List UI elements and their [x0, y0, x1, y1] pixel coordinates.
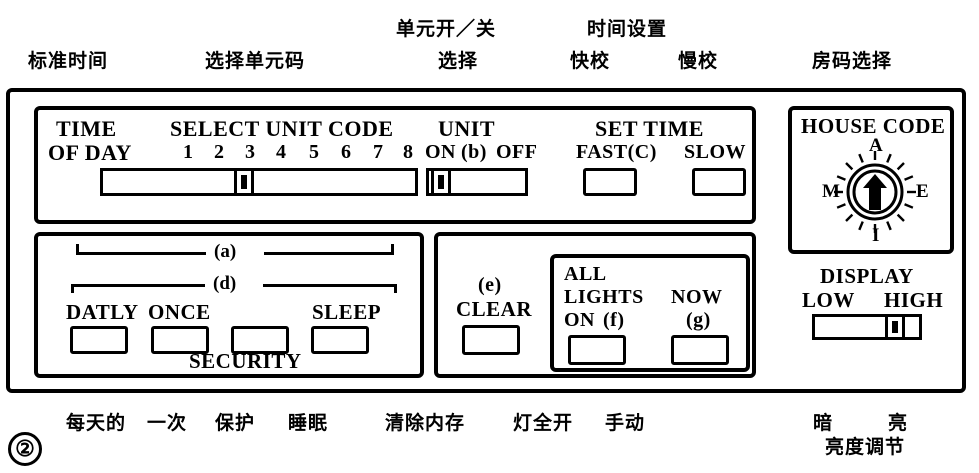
daily-button[interactable]	[70, 326, 128, 354]
all-lights-panel: ALL LIGHTS ON (f) NOW (g)	[550, 254, 750, 372]
display-brightness-slider[interactable]	[812, 314, 922, 340]
annotation-unit-on-off: 单元开／关	[396, 18, 497, 40]
annotation-dim: 暗	[813, 412, 834, 434]
bracket-a-left-segment	[76, 252, 206, 255]
now-button[interactable]	[671, 335, 729, 365]
annotation-select-unit-code: 选择单元码	[205, 50, 306, 72]
bracket-a-right-cap	[391, 244, 394, 253]
display-low-label: LOW	[802, 288, 855, 312]
annotation-manual: 手动	[605, 412, 646, 434]
annotation-house-code-select: 房码选择	[812, 50, 893, 72]
house-code-letter-i: I	[872, 225, 880, 246]
clear-button[interactable]	[462, 325, 520, 355]
unit-number-6: 6	[341, 141, 352, 163]
unit-onoff-ref: (b)	[461, 141, 487, 163]
annotation-brightness-adjust: 亮度调节	[825, 436, 906, 458]
house-code-dial[interactable]: A E I M	[820, 136, 930, 246]
display-high-label: HIGH	[884, 288, 944, 312]
display-title: DISPLAY	[820, 264, 914, 288]
set-time-slow-label: SLOW	[684, 141, 747, 163]
bracket-a-label: (a)	[214, 241, 237, 262]
house-code-panel: HOUSE CODE A E I M	[788, 106, 954, 254]
all-lights-on-label: ON	[564, 309, 595, 331]
house-code-letter-e: E	[916, 181, 929, 202]
clear-ref-label: (e)	[478, 274, 502, 296]
sleep-button-label: SLEEP	[312, 300, 382, 324]
bracket-d-left-segment	[71, 284, 205, 287]
annotation-once: 一次	[147, 412, 188, 434]
clear-button-label: CLEAR	[456, 297, 533, 321]
dial-pointer-arrow-icon	[863, 174, 887, 210]
all-lights-label-line1: ALL	[564, 263, 607, 285]
unit-number-7: 7	[373, 141, 384, 163]
annotation-bright: 亮	[888, 412, 909, 434]
house-code-title: HOUSE CODE	[801, 114, 946, 138]
house-code-letter-a: A	[869, 135, 883, 156]
security-button[interactable]	[231, 326, 289, 354]
display-brightness-slider-knob[interactable]	[885, 314, 906, 340]
sleep-button[interactable]	[311, 326, 369, 354]
display-brightness-section: DISPLAY LOW HIGH	[788, 264, 958, 340]
annotation-standard-time: 标准时间	[28, 50, 109, 72]
now-ref: (g)	[686, 309, 711, 331]
unit-on-label: ON	[425, 141, 456, 163]
unit-number-2: 2	[214, 141, 225, 163]
select-unit-code-title: SELECT UNIT CODE	[170, 116, 394, 141]
time-of-day-label-line2: OF DAY	[48, 140, 132, 165]
unit-off-label: OFF	[496, 141, 538, 163]
bracket-d-left-cap	[71, 284, 74, 293]
all-lights-on-button[interactable]	[568, 335, 626, 365]
unit-number-8: 8	[403, 141, 414, 163]
annotation-clear-memory: 清除内存	[385, 412, 466, 434]
bracket-a-right-segment	[264, 252, 394, 255]
bracket-d-label: (d)	[213, 273, 237, 294]
annotation-slow-adjust: 慢校	[678, 50, 719, 72]
house-code-letter-m: M	[822, 181, 840, 202]
set-time-fast-label: FAST(C)	[576, 141, 657, 163]
bracket-d-right-cap	[394, 284, 397, 293]
annotation-all-lights-on: 灯全开	[513, 412, 574, 434]
unit-number-5: 5	[309, 141, 320, 163]
unit-on-off-slider[interactable]	[426, 168, 528, 196]
unit-number-4: 4	[276, 141, 287, 163]
annotation-fast-adjust: 快校	[570, 50, 611, 72]
unit-onoff-title: UNIT	[438, 116, 496, 141]
controller-chassis: TIME OF DAY SELECT UNIT CODE 1 2 3 4 5 6…	[6, 88, 966, 393]
figure-number: ②	[8, 432, 42, 466]
unit-code-slider[interactable]	[100, 168, 418, 196]
annotation-time-setting: 时间设置	[587, 18, 668, 40]
house-code-dial-ticks	[834, 151, 916, 233]
bracket-a-left-cap	[76, 244, 79, 253]
all-lights-label-line2: LIGHTS	[564, 286, 644, 308]
annotation-sleep: 睡眠	[288, 412, 329, 434]
once-button-label: ONCE	[148, 300, 211, 324]
set-time-slow-button[interactable]	[692, 168, 746, 196]
set-time-fast-button[interactable]	[583, 168, 637, 196]
unit-number-3: 3	[245, 141, 256, 163]
program-panel: (a) (d) DATLY ONCE SLEEP SECURITY	[34, 232, 424, 378]
daily-button-label: DATLY	[66, 300, 139, 324]
annotation-select: 选择	[438, 50, 479, 72]
timer-panel: TIME OF DAY SELECT UNIT CODE 1 2 3 4 5 6…	[34, 106, 756, 224]
time-of-day-label-line1: TIME	[56, 116, 117, 141]
unit-code-slider-knob[interactable]	[234, 168, 255, 196]
now-label: NOW	[671, 286, 723, 308]
once-button[interactable]	[151, 326, 209, 354]
unit-on-off-slider-knob[interactable]	[430, 168, 451, 196]
set-time-title: SET TIME	[595, 116, 704, 141]
bracket-d-right-segment	[263, 284, 397, 287]
unit-number-1: 1	[183, 141, 194, 163]
control-panel: (e) CLEAR ALL LIGHTS ON (f) NOW (g)	[434, 232, 756, 378]
annotation-security: 保护	[215, 412, 256, 434]
all-lights-on-ref: (f)	[603, 309, 625, 331]
annotation-daily: 每天的	[66, 412, 127, 434]
